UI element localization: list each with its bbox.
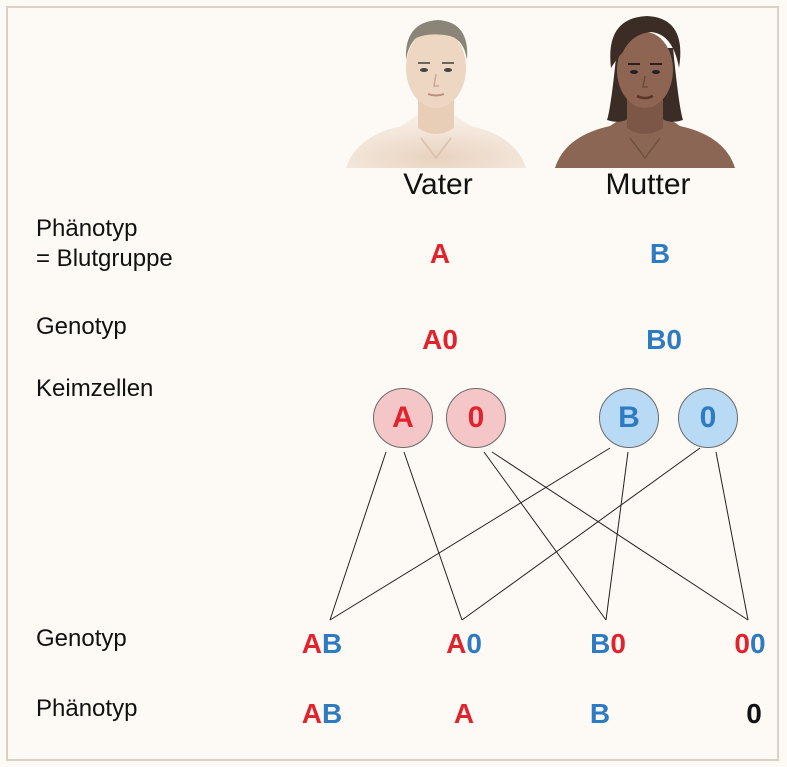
offspring-genotype-3: B0 xyxy=(548,628,668,660)
father-genotype: A0 xyxy=(422,324,458,355)
phenotype-row-label-line2: = Blutgruppe xyxy=(36,245,173,272)
gametes-row-label: Keimzellen xyxy=(36,375,154,402)
offspring-3-allele-mother: B xyxy=(590,628,611,659)
mother-genotype: B0 xyxy=(646,324,682,355)
offspring-1-allele-father: A xyxy=(301,628,322,659)
child-genotype-row-label: Genotyp xyxy=(36,625,127,652)
mother-label: Mutter xyxy=(605,168,691,201)
father-label: Vater xyxy=(403,168,473,201)
offspring-4-allele-father: 0 xyxy=(734,628,750,659)
child-phenotype-row-label: Phänotyp xyxy=(36,695,138,722)
offspring-4-allele-mother: 0 xyxy=(750,628,766,659)
offspring-phenotype-3: B xyxy=(589,698,611,729)
father-phenotype: A xyxy=(429,238,451,269)
offspring-genotype-4: 00 xyxy=(690,628,787,660)
offspring-1-allele-mother: B xyxy=(322,628,343,659)
mother-gamete-b: B xyxy=(599,388,659,448)
offspring-genotype-2: A0 xyxy=(404,628,524,660)
woman-portrait-icon xyxy=(555,16,735,168)
offspring-2-allele-mother: 0 xyxy=(466,628,482,659)
offspring-1-phenotype-a: A xyxy=(301,698,322,729)
offspring-1-phenotype-b: B xyxy=(322,698,343,729)
offspring-phenotype-1: AB xyxy=(262,698,382,730)
father-gamete-0: 0 xyxy=(446,388,506,448)
offspring-2-allele-father: A xyxy=(446,628,467,659)
offspring-3-allele-father: 0 xyxy=(610,628,626,659)
father-gamete-a: A xyxy=(373,388,433,448)
offspring-genotype-1: AB xyxy=(262,628,382,660)
offspring-phenotype-2: A xyxy=(453,698,475,729)
mother-gamete-0: 0 xyxy=(678,388,738,448)
offspring-phenotype-4: 0 xyxy=(746,698,762,729)
man-portrait-icon xyxy=(346,20,526,168)
diagram-frame xyxy=(6,6,779,761)
phenotype-row-label: Phänotyp = Blutgruppe xyxy=(36,214,173,274)
phenotype-row-label-line1: Phänotyp xyxy=(36,215,138,242)
mother-phenotype: B xyxy=(649,238,671,269)
genotype-row-label: Genotyp xyxy=(36,313,127,340)
